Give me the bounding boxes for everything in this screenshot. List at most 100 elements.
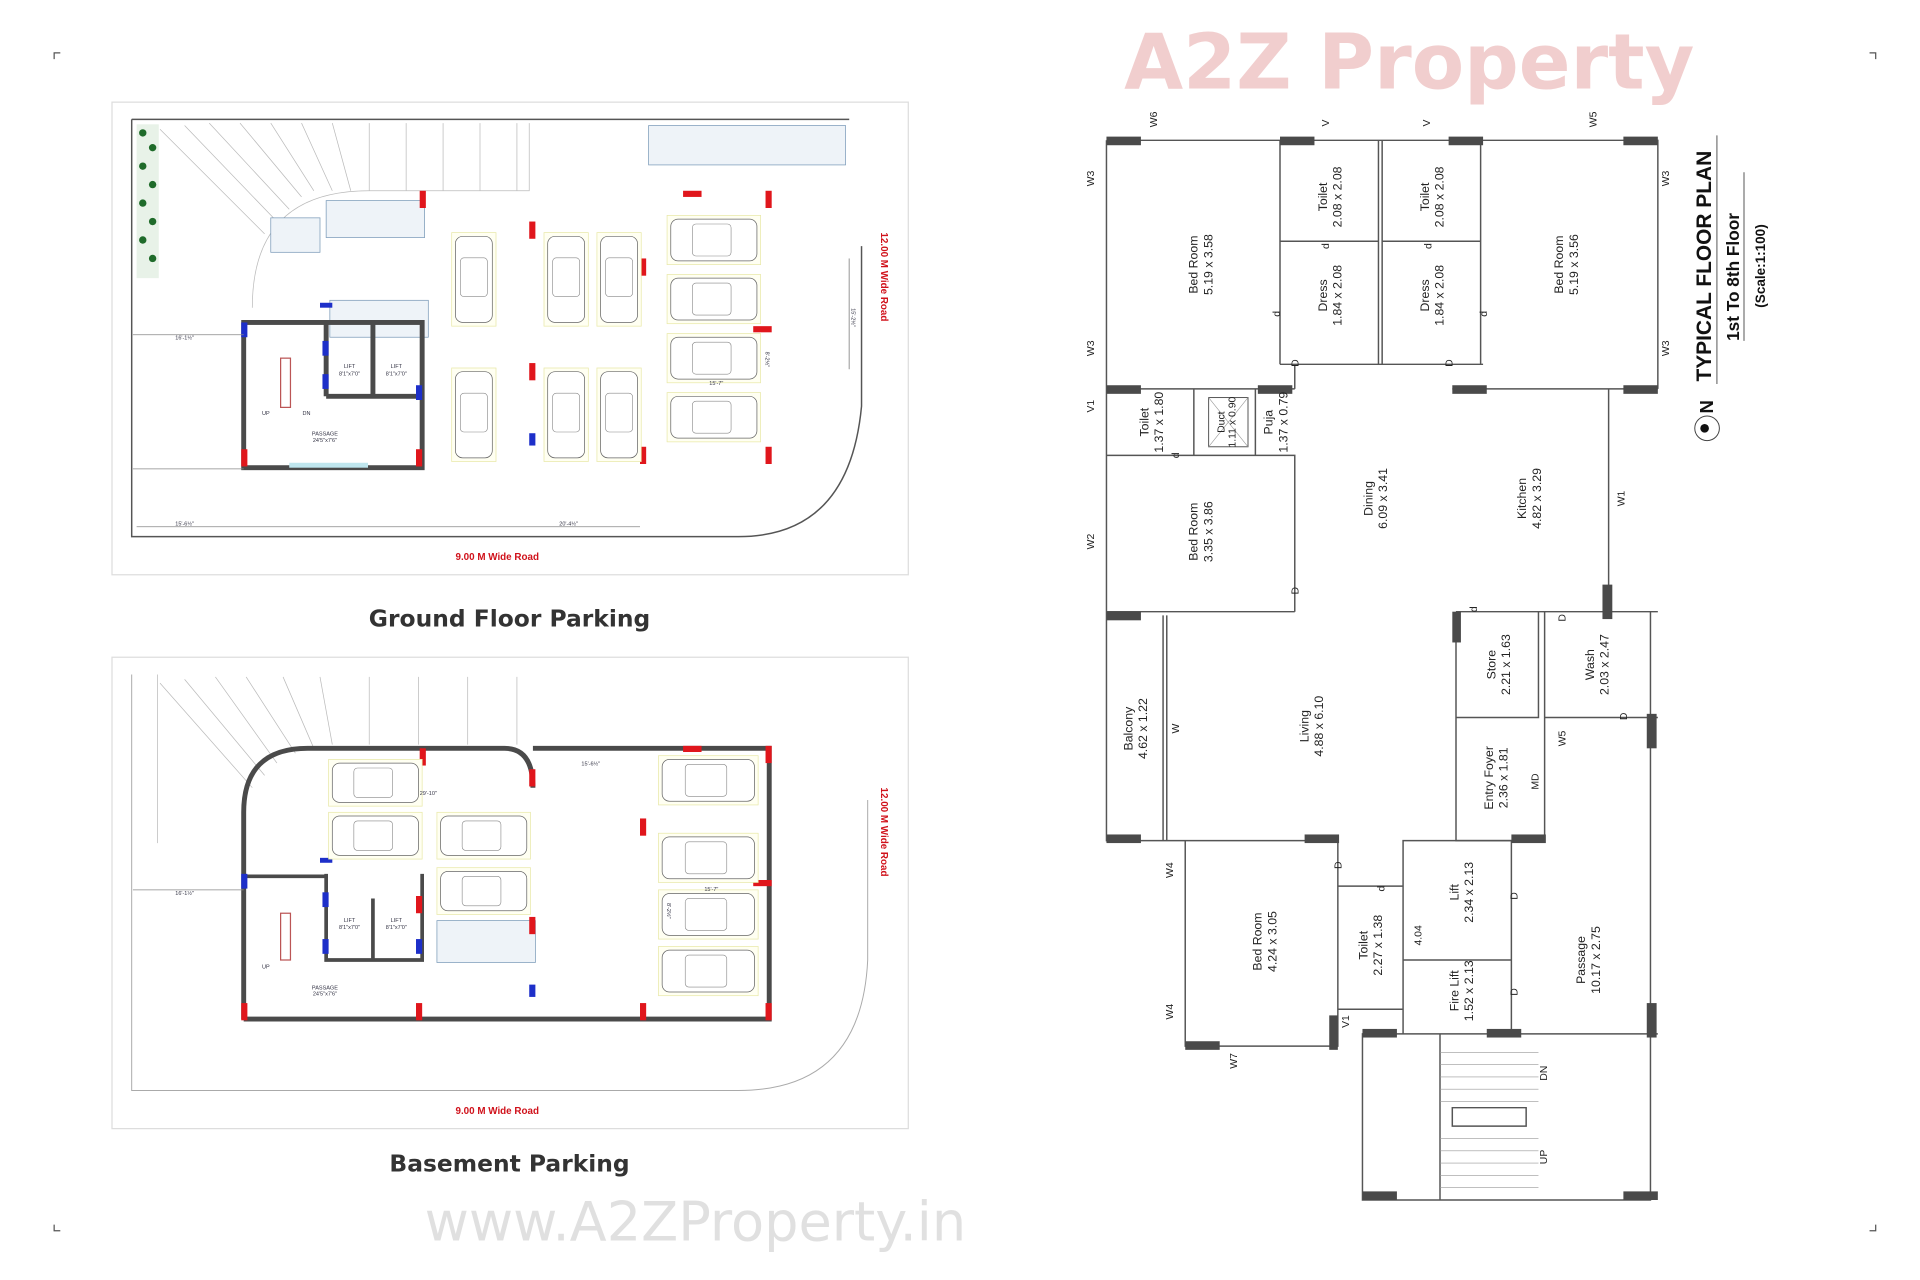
room-dimensions: 3.35 x 3.86 (1201, 501, 1215, 562)
ground-floor-cars (451, 215, 761, 462)
car-icon (658, 832, 759, 883)
car-icon (666, 333, 761, 384)
room-name: Bed Room (1187, 503, 1201, 561)
ground-floor-caption: Ground Floor Parking (369, 604, 650, 632)
opening-marker: W3 (1086, 340, 1097, 356)
north-label: N (1696, 400, 1717, 413)
car-icon (658, 889, 759, 940)
opening-marker: D (1290, 587, 1301, 595)
opening-marker: d (1469, 606, 1480, 612)
stair-up-label: UP (262, 965, 270, 971)
dimension-label: 8'-2½" (665, 903, 672, 919)
opening-marker: V1 (1086, 400, 1097, 413)
opening-marker: W6 (1149, 111, 1160, 127)
dimension-label: 15'-7" (709, 381, 723, 387)
opening-marker: W4 (1165, 862, 1176, 878)
opening-marker: D (1510, 892, 1521, 900)
opening-marker: d (1479, 311, 1490, 317)
passage-dims: 24'5"x7'6" (313, 992, 337, 998)
dimension-label: 8'-2½" (764, 352, 771, 368)
dimension-label: 15'-6½" (581, 761, 600, 768)
room-dimensions: 1.52 x 2.13 (1462, 960, 1476, 1021)
opening-marker: UP (1539, 1150, 1550, 1165)
road-label-right: 12.00 M Wide Road (878, 788, 889, 877)
car-icon (666, 392, 761, 443)
lift-label: LIFT (391, 918, 403, 924)
room-dimensions: 2.21 x 1.63 (1499, 634, 1513, 695)
opening-marker: D (1558, 614, 1569, 622)
car-icon (328, 811, 423, 860)
opening-marker: DN (1539, 1066, 1550, 1081)
car-icon (436, 811, 531, 860)
dimension-label: 29'-10" (420, 791, 437, 797)
lift-dims: 8'1"x7'0" (386, 371, 407, 377)
opening-marker: W (1171, 724, 1182, 734)
lift-dims: 8'1"x7'0" (339, 371, 360, 377)
stair-dn-label: DN (302, 411, 310, 417)
room-name: Dress (1418, 279, 1432, 311)
room-dimensions: 1.37 x 1.80 (1152, 392, 1166, 453)
ground-floor-parking-plan: LIFT 8'1"x7'0" LIFT 8'1"x7'0" PASSAGE 24… (111, 101, 909, 576)
car-icon (436, 867, 531, 915)
basement-caption: Basement Parking (389, 1150, 629, 1178)
lift-label: LIFT (391, 364, 403, 370)
room-name: Toilet (1356, 930, 1370, 959)
road-label-bottom: 9.00 M Wide Road (455, 1106, 538, 1117)
a2z-logo-watermark: A2Z Property (1124, 18, 1694, 107)
room-dimensions: 1.11 x 0.90 (1228, 396, 1239, 447)
plan-scale: (Scale:1:100) (1753, 224, 1768, 307)
room-name: Puja (1262, 410, 1276, 435)
car-icon (666, 274, 761, 325)
room-name: Toilet (1137, 407, 1151, 436)
room-name: Dining (1361, 481, 1375, 516)
passage-label: PASSAGE (312, 986, 338, 992)
opening-marker: d (1321, 243, 1332, 249)
car-icon (451, 367, 497, 462)
room-dimensions: 2.03 x 2.47 (1598, 634, 1612, 695)
opening-marker: V (1422, 120, 1433, 127)
opening-marker: d (1377, 886, 1388, 892)
room-dimensions: 1.84 x 2.08 (1331, 265, 1345, 326)
opening-marker: W3 (1661, 170, 1672, 186)
dimension-label: 16'-1½" (175, 890, 194, 897)
opening-marker: 4.04 (1414, 925, 1425, 946)
bike-parking (270, 125, 846, 338)
car-icon (666, 215, 761, 265)
room-dimensions: 1.84 x 2.08 (1433, 265, 1447, 326)
dimension-label: 15'-7" (704, 887, 718, 893)
room-name: Bed Room (1552, 236, 1566, 294)
opening-marker: d (1423, 243, 1434, 249)
road-label-bottom: 9.00 M Wide Road (455, 552, 538, 563)
passage-dims: 24'5"x7'6" (313, 438, 337, 444)
opening-marker: W1 (1617, 490, 1628, 506)
opening-marker: W2 (1086, 534, 1097, 550)
room-dimensions: 5.19 x 3.56 (1567, 234, 1581, 295)
room-name: Passage (1574, 936, 1588, 984)
passage-label: PASSAGE (312, 432, 338, 438)
room-name: Lift (1447, 884, 1461, 901)
crop-marks (53, 52, 1877, 1232)
basement-parking-plan: LIFT 8'1"x7'0" LIFT 8'1"x7'0" PASSAGE 24… (111, 656, 909, 1130)
car-icon (543, 232, 589, 327)
dimension-label: 16'-1½" (175, 335, 194, 342)
room-name: Toilet (1316, 182, 1330, 211)
room-dimensions: 4.88 x 6.10 (1312, 696, 1326, 757)
north-arrow-icon (1694, 415, 1720, 442)
room-dimensions: 10.17 x 2.75 (1589, 926, 1603, 994)
room-dimensions: 2.36 x 1.81 (1497, 747, 1511, 808)
opening-marker: W3 (1086, 170, 1097, 186)
room-name: Duct (1217, 411, 1228, 433)
